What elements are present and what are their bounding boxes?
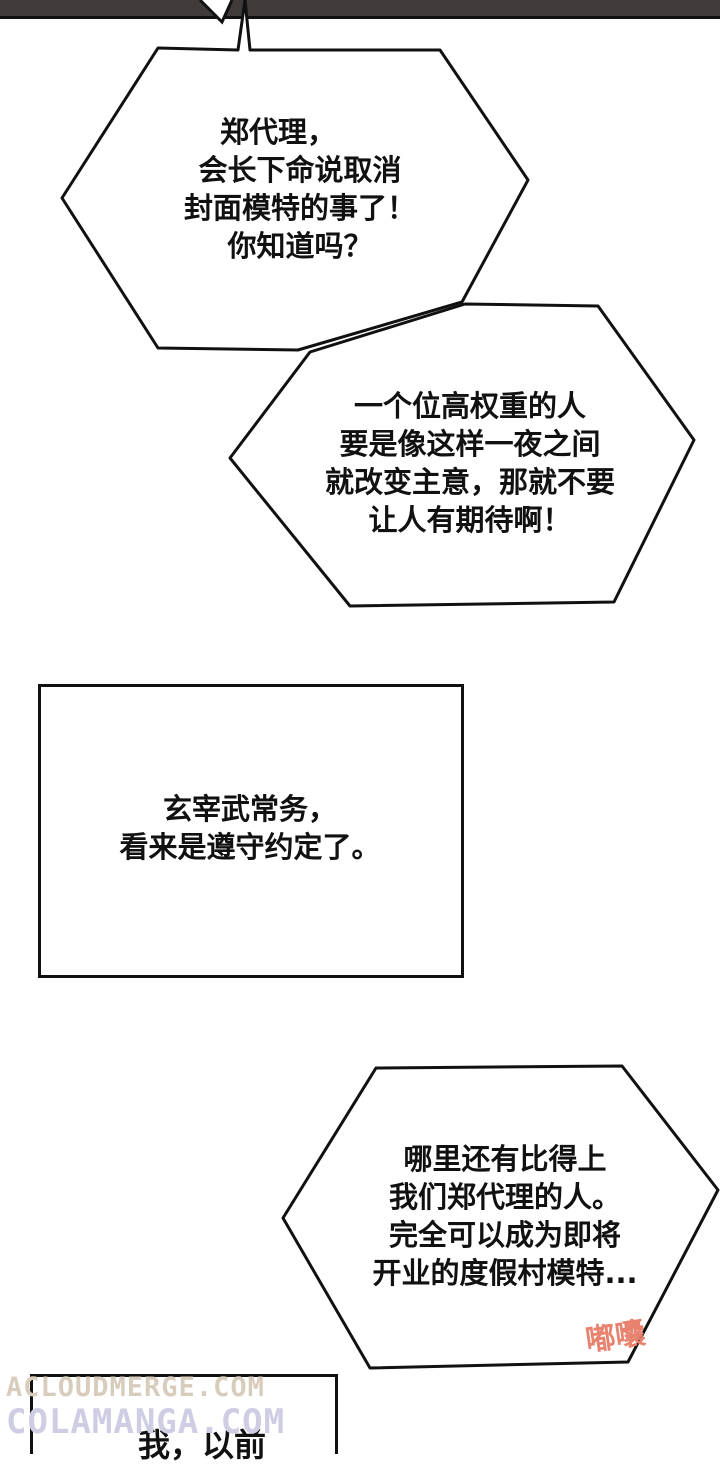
bubble3-line: 完全可以成为即将 xyxy=(388,1218,621,1252)
bubble1-line: 你知道吗？ xyxy=(227,229,373,263)
speech-bubble-3-outline xyxy=(281,1064,720,1370)
narration-line: 看来是遵守约定了。 xyxy=(119,830,381,864)
bubble1-line: 郑代理， xyxy=(220,115,337,149)
bubble2-line: 要是像这样一夜之间 xyxy=(339,427,601,461)
watermark-acloudmerge: ACLOUDMERGE.COM xyxy=(6,1372,265,1403)
narration-line: 玄宰武常务， xyxy=(162,792,337,826)
previous-panel-edge xyxy=(0,0,720,19)
speech-bubble-2-outline xyxy=(228,302,696,608)
bubble1-line: 会长下命说取消 xyxy=(198,153,402,187)
bubble2-line: 让人有期待啊！ xyxy=(368,503,572,537)
speech-bubble-3-text: 哪里还有比得上 我们郑代理的人。 完全可以成为即将 开业的度假村模特... xyxy=(340,1140,670,1292)
bubble2-line: 一个位高权重的人 xyxy=(353,389,586,423)
bubble2-line: 就改变主意，那就不要 xyxy=(324,465,615,499)
narration-box xyxy=(38,684,464,978)
speech-bubble-1-text: 郑代理， 会长下命说取消 封面模特的事了！ 你知道吗？ xyxy=(150,113,450,265)
bubble1-line: 封面模特的事了！ xyxy=(183,191,416,225)
sound-effect-text: 嘟囔 xyxy=(583,1315,648,1359)
bubble3-line: 哪里还有比得上 xyxy=(403,1142,607,1176)
speech-bubble-1-outline xyxy=(60,0,530,352)
speech-bubble-2-text: 一个位高权重的人 要是像这样一夜之间 就改变主意，那就不要 让人有期待啊！ xyxy=(300,387,640,539)
bubble3-line: 我们郑代理的人。 xyxy=(388,1180,621,1214)
watermark-colamanga: COLAMANGA.COM xyxy=(6,1402,286,1442)
speech-bubble-1-tail xyxy=(198,0,234,25)
narration-box-text: 玄宰武常务， 看来是遵守约定了。 xyxy=(60,790,440,866)
bubble3-line: 开业的度假村模特... xyxy=(372,1256,638,1290)
